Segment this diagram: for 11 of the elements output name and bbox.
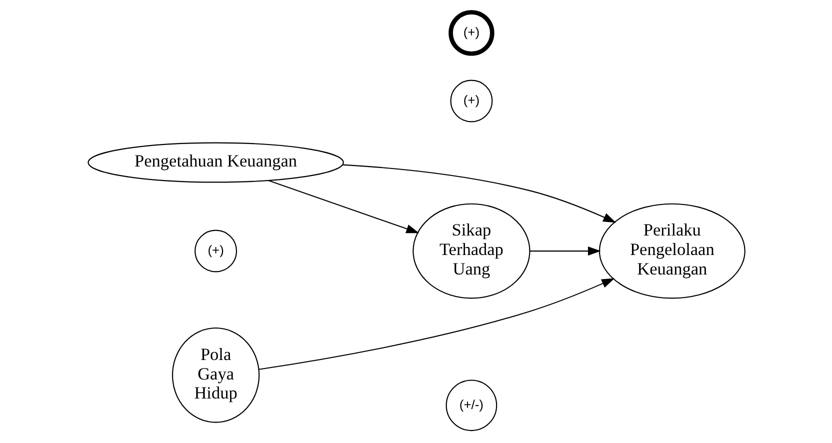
arrow <box>529 246 600 256</box>
node-ellipse: Pengetahuan Keuangan <box>87 142 344 183</box>
node-ellipse: Sikap Terhadap Uang <box>412 203 530 299</box>
node-circle: (+) <box>448 10 494 56</box>
arrow <box>342 164 616 223</box>
node-circle: (+) <box>450 80 492 122</box>
node-circle: Pola Gaya Hidup <box>171 327 260 423</box>
arrow <box>258 278 614 370</box>
node-circle: (+/-) <box>445 380 497 432</box>
node-circle: (+) <box>194 230 237 272</box>
arrow <box>268 180 419 234</box>
